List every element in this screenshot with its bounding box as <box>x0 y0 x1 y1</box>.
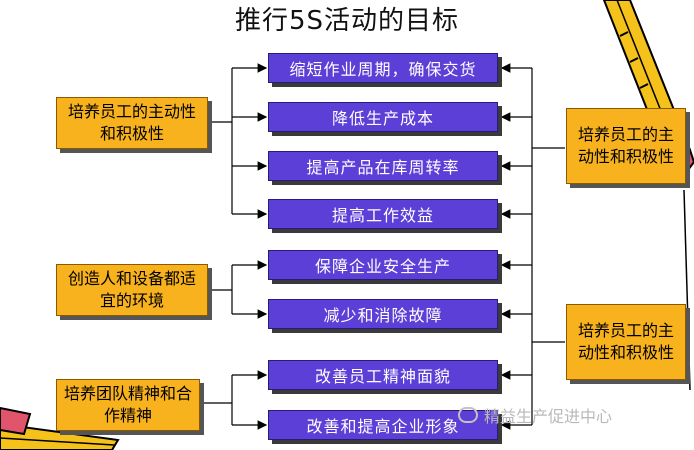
watermark: 精益生产促进中心 <box>458 403 612 427</box>
goal-box: 减少和消除故障 <box>268 299 498 329</box>
right-objective-box: 培养员工的主动性和积极性 <box>566 304 686 380</box>
left-objective-box: 创造人和设备都适宜的环境 <box>56 264 208 316</box>
left-objective-box: 培养员工的主动性和积极性 <box>56 97 208 149</box>
pencil-decoration-bottom <box>0 406 120 450</box>
pencil-line-right <box>683 190 691 390</box>
goal-box: 提高产品在库周转率 <box>268 151 498 181</box>
watermark-text: 精益生产促进中心 <box>484 407 613 426</box>
wechat-icon <box>458 407 478 423</box>
right-objective-box: 培养员工的主动性和积极性 <box>566 108 686 184</box>
left-objective-box: 培养团队精神和合作精神 <box>56 379 200 431</box>
goal-box: 改善员工精神面貌 <box>268 360 498 390</box>
goal-box: 提高工作效益 <box>268 199 498 229</box>
page-title: 推行5S活动的目标 <box>234 6 460 36</box>
goal-box: 保障企业安全生产 <box>268 250 498 280</box>
goal-box: 缩短作业周期，确保交货 <box>268 53 498 83</box>
goal-box: 降低生产成本 <box>268 102 498 132</box>
